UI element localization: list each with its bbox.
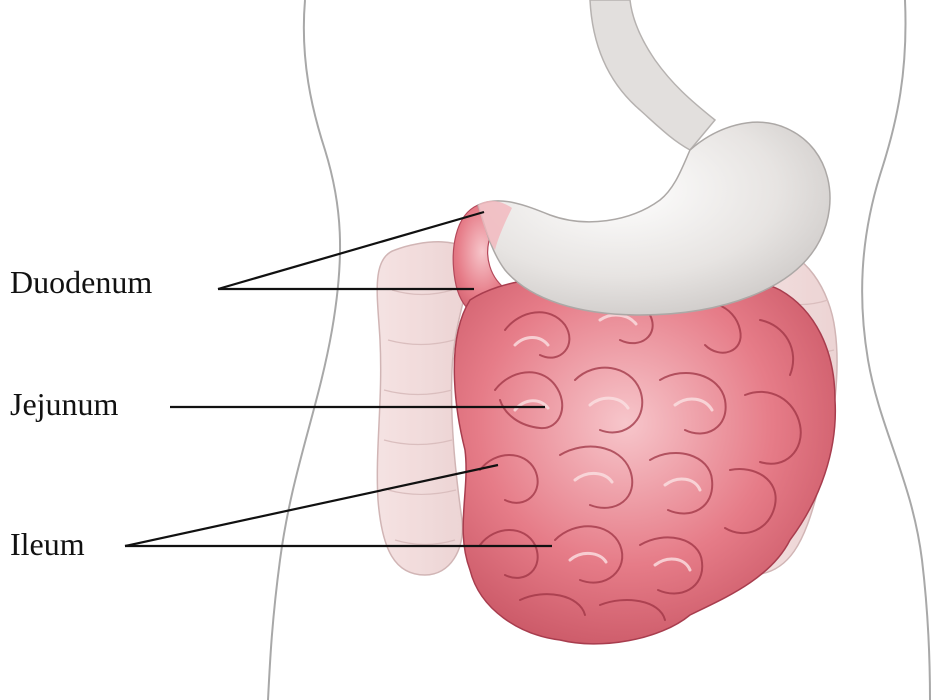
label-duodenum: Duodenum: [10, 266, 152, 298]
label-ileum: Ileum: [10, 528, 85, 560]
label-jejunum: Jejunum: [10, 388, 118, 420]
small-intestine: [454, 276, 835, 644]
esophagus: [590, 0, 715, 150]
